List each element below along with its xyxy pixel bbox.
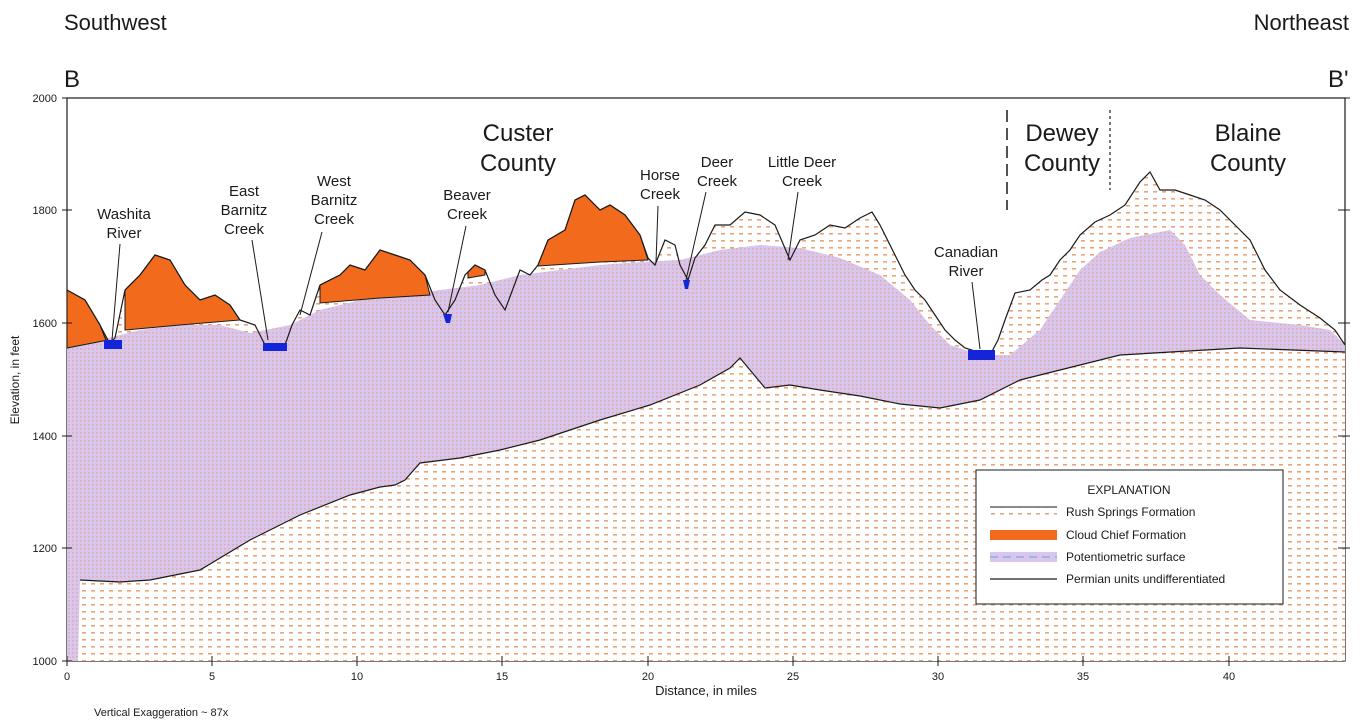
x-tick-label: 20	[642, 671, 654, 683]
x-tick-label: 0	[64, 671, 70, 683]
y-tick-label: 1400	[33, 431, 57, 443]
southwest-label: Southwest	[64, 10, 167, 35]
legend-title: EXPLANATION	[1087, 483, 1170, 497]
little-deer-label-line2: Creek	[782, 173, 823, 190]
canadian-label-line2: River	[948, 263, 983, 280]
blaine-county-label-line2: County	[1210, 150, 1286, 177]
blaine-county-label-line1: Blaine	[1215, 120, 1282, 147]
legend-label-cloud-chief: Cloud Chief Formation	[1066, 528, 1186, 542]
beaver-label-line1: Beaver	[443, 187, 491, 204]
beaver-label-line2: Creek	[447, 206, 488, 223]
water-bodies	[104, 280, 995, 360]
deer-label-line2: Creek	[697, 173, 738, 190]
x-tick-label: 5	[209, 671, 215, 683]
leader-west-barnitz	[299, 231, 323, 316]
legend-label-permian: Permian units undifferentiated	[1066, 572, 1225, 586]
y-axis-title: Elevation, in feet	[8, 335, 22, 424]
legend-swatch-rush-springs	[990, 507, 1057, 518]
leader-horse	[655, 205, 659, 263]
x-tick-label: 30	[932, 671, 944, 683]
canadian-label-line1: Canadian	[934, 244, 998, 261]
county-labels: Custer County Dewey County Blaine County	[480, 120, 1286, 177]
leader-east-barnitz	[251, 239, 269, 341]
y-axis-ticks	[62, 97, 1350, 662]
explanation-legend: EXPLANATION Rush Springs Formation Cloud…	[975, 469, 1284, 605]
little-deer-label-line1: Little Deer	[768, 154, 836, 171]
section-start-label: B	[64, 66, 81, 93]
section-end-label: B'	[1328, 66, 1349, 93]
x-tick-label: 35	[1077, 671, 1089, 683]
x-tick-label: 25	[787, 671, 799, 683]
east-barnitz-label-line2: Barnitz	[221, 202, 268, 219]
y-tick-label: 1000	[33, 656, 57, 668]
legend-swatch-cloud-chief	[990, 530, 1057, 540]
custer-county-label-line1: Custer	[483, 120, 554, 147]
x-tick-labels: 0 5 10 15 20 25 30 35 40	[64, 671, 1235, 683]
horse-label-line2: Creek	[640, 186, 681, 203]
leader-beaver	[447, 225, 467, 313]
feature-labels: Washita River East Barnitz Creek West Ba…	[97, 154, 998, 280]
northeast-label: Northeast	[1253, 10, 1349, 35]
leader-deer	[685, 191, 707, 281]
east-barnitz-water	[263, 343, 287, 351]
permian-contact-line	[79, 347, 1346, 583]
leader-washita	[111, 243, 121, 341]
west-barnitz-label-line2: Barnitz	[311, 192, 358, 209]
x-tick-label: 40	[1223, 671, 1235, 683]
beaver-water	[443, 314, 452, 323]
x-tick-label: 15	[496, 671, 508, 683]
washita-water	[104, 340, 122, 349]
dewey-county-label-line2: County	[1024, 150, 1100, 177]
vertical-exaggeration-note: Vertical Exaggeration ~ 87x	[94, 707, 229, 719]
leader-canadian	[971, 281, 981, 350]
custer-county-label-line2: County	[480, 150, 556, 177]
y-tick-label: 1800	[33, 205, 57, 217]
deer-creek-water	[683, 280, 690, 289]
east-barnitz-label-line1: East	[229, 183, 260, 200]
potentiometric-zone	[67, 230, 1345, 661]
west-barnitz-label-line3: Creek	[314, 211, 355, 228]
washita-label-line1: Washita	[97, 206, 151, 223]
horse-label-line1: Horse	[640, 167, 680, 184]
x-tick-label: 10	[351, 671, 363, 683]
canadian-water	[968, 350, 995, 360]
y-tick-label: 1200	[33, 543, 57, 555]
cloud-chief-outcrops	[66, 194, 649, 349]
y-tick-label: 2000	[33, 93, 57, 105]
deer-label-line1: Deer	[701, 154, 734, 171]
leader-little-deer	[787, 191, 799, 261]
legend-label-potentiometric: Potentiometric surface	[1066, 550, 1186, 564]
x-axis-ticks	[66, 656, 1230, 666]
dewey-county-label-line1: Dewey	[1025, 120, 1098, 147]
washita-label-line2: River	[106, 225, 141, 242]
y-tick-labels: 1000 1200 1400 1600 1800 2000	[33, 93, 57, 668]
legend-label-rush-springs: Rush Springs Formation	[1066, 505, 1195, 519]
y-tick-label: 1600	[33, 318, 57, 330]
x-axis-title: Distance, in miles	[655, 683, 757, 698]
east-barnitz-label-line3: Creek	[224, 221, 265, 238]
feature-leader-lines	[111, 191, 981, 350]
west-barnitz-label-line1: West	[317, 173, 352, 190]
